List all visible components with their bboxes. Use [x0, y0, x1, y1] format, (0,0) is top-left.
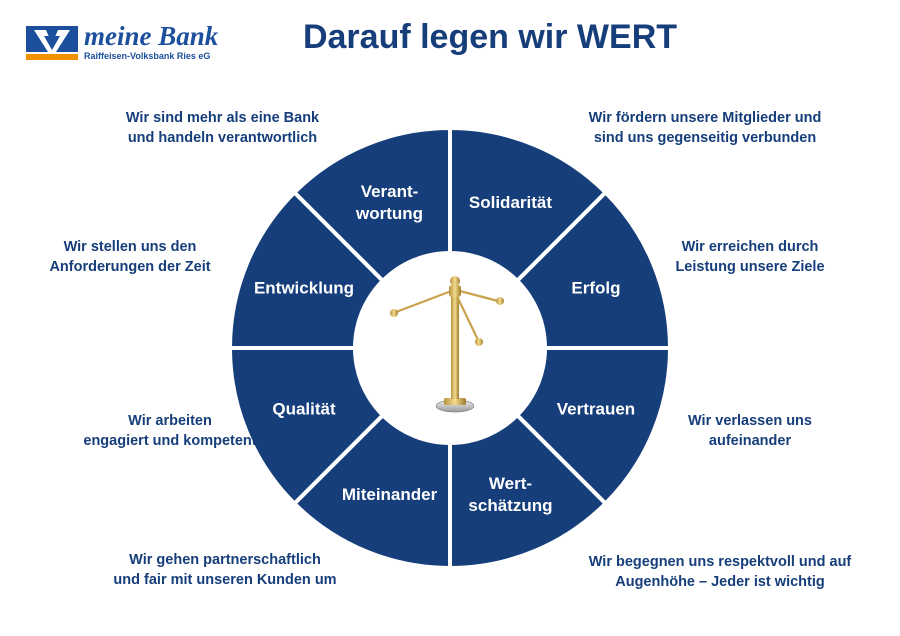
segment-label-wertschaetzung: Wert-schätzung [468, 474, 552, 515]
logo-subtitle: Raiffeisen-Volksbank Ries eG [84, 51, 211, 61]
segment-label-erfolg: Erfolg [571, 279, 620, 298]
brass-valet-stand-icon [390, 276, 504, 413]
volksbank-logo-icon [26, 26, 78, 60]
segment-label-qualitaet: Qualität [272, 399, 336, 418]
segment-label-vertrauen: Vertrauen [557, 399, 635, 418]
wheel-center [353, 251, 547, 445]
logo-name: meine Bank [84, 21, 219, 51]
bank-logo: meine Bank Raiffeisen-Volksbank Ries eG [26, 21, 219, 64]
segment-label-verantwortung: Verant-wortung [355, 182, 423, 223]
segment-label-entwicklung: Entwicklung [254, 279, 354, 298]
segment-label-solidaritaet: Solidarität [469, 193, 552, 212]
page-title: Darauf legen wir WERT [302, 18, 678, 56]
segment-label-miteinander: Miteinander [342, 485, 438, 504]
